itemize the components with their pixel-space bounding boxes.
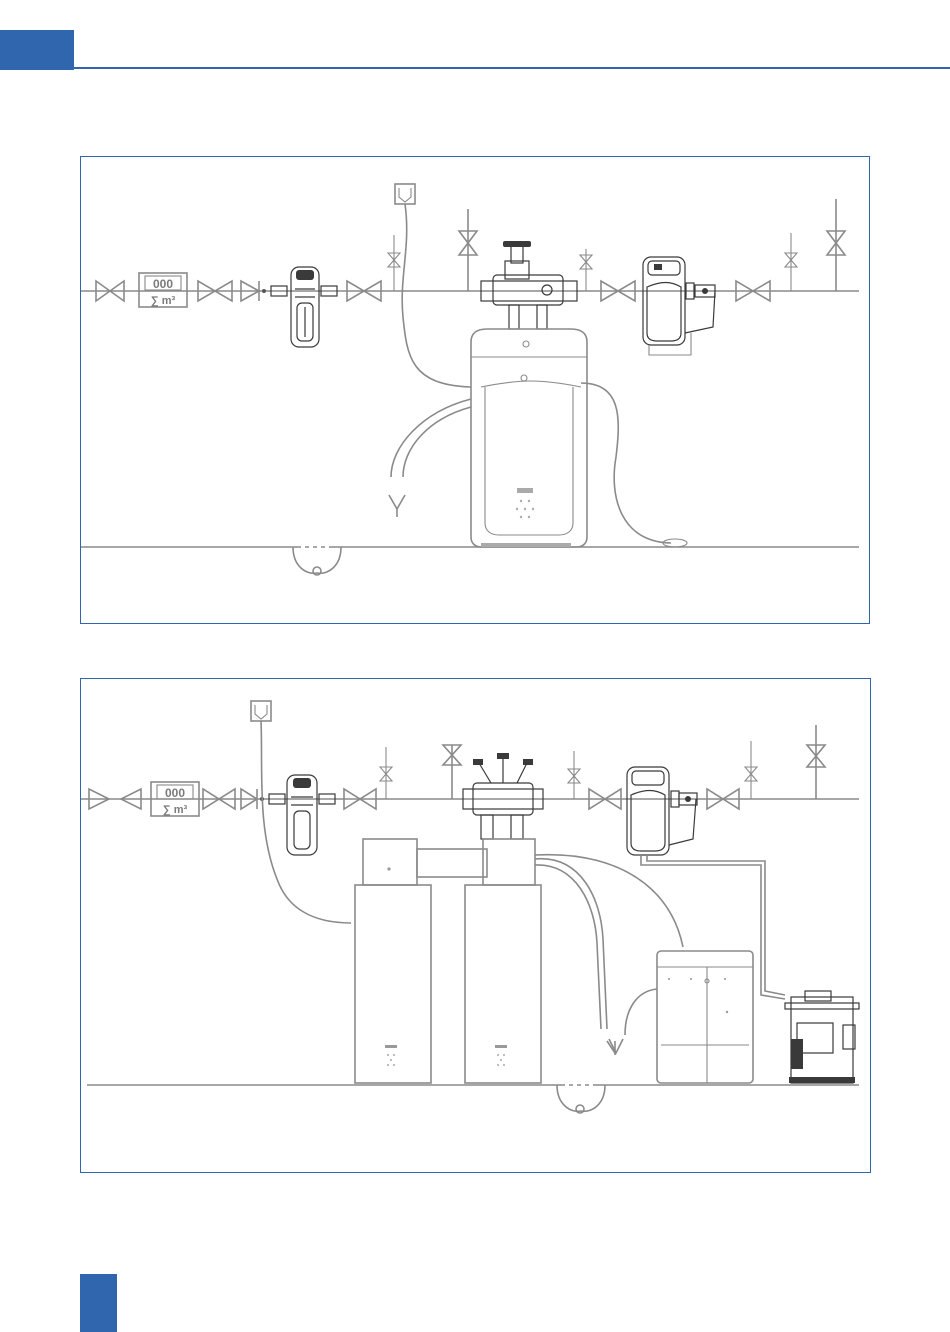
vent-valve-icon [827,199,845,291]
vent-valve-icon [568,751,580,799]
pipe-joint-icon [262,289,266,293]
dosing-unit [643,257,715,355]
brine-tank [657,951,753,1083]
filter-unit [269,775,335,855]
water-softener-cabinet [471,329,587,547]
water-meter: 000 ∑ m³ [139,273,187,307]
softener-column-right [465,839,541,1083]
vent-valve-icon [388,235,400,291]
meter-unit: ∑ m³ [151,295,176,307]
drain-hose [389,383,687,547]
diagram-1-drawing: 000 ∑ m³ [81,157,871,625]
vent-valve-icon [745,741,757,799]
floor-drain-icon [293,547,341,575]
meter-counter: 000 [165,786,185,800]
softener-column-left [355,839,487,1083]
filter-unit [271,267,337,347]
installation-diagram-single: 000 ∑ m³ [80,156,870,624]
vent-valve-icon [785,233,797,291]
meter-counter: 000 [153,277,173,291]
footer-tab [80,1274,117,1332]
vent-valve-icon [459,209,477,291]
header-rule [74,67,950,69]
drain-funnel-icon [395,184,471,387]
vent-valve-icon [580,249,592,291]
twin-control-head [463,753,543,839]
header-tab [0,30,74,70]
drain-hose [535,855,683,1055]
meter-unit: ∑ m³ [163,804,188,816]
vent-valve-icon [380,747,392,799]
drain-funnel-icon [251,701,351,923]
diagram-2-drawing: 000 ∑ m³ [81,679,872,1174]
water-meter: 000 ∑ m³ [151,782,199,816]
floor-drain-icon [557,1085,605,1113]
installation-diagram-duplex: 000 ∑ m³ [80,678,871,1173]
vent-valve-icon [443,745,461,799]
dosing-tank [785,991,859,1083]
dosing-unit [627,767,785,999]
control-valve-head [481,241,577,329]
vent-valve-icon [807,725,825,799]
